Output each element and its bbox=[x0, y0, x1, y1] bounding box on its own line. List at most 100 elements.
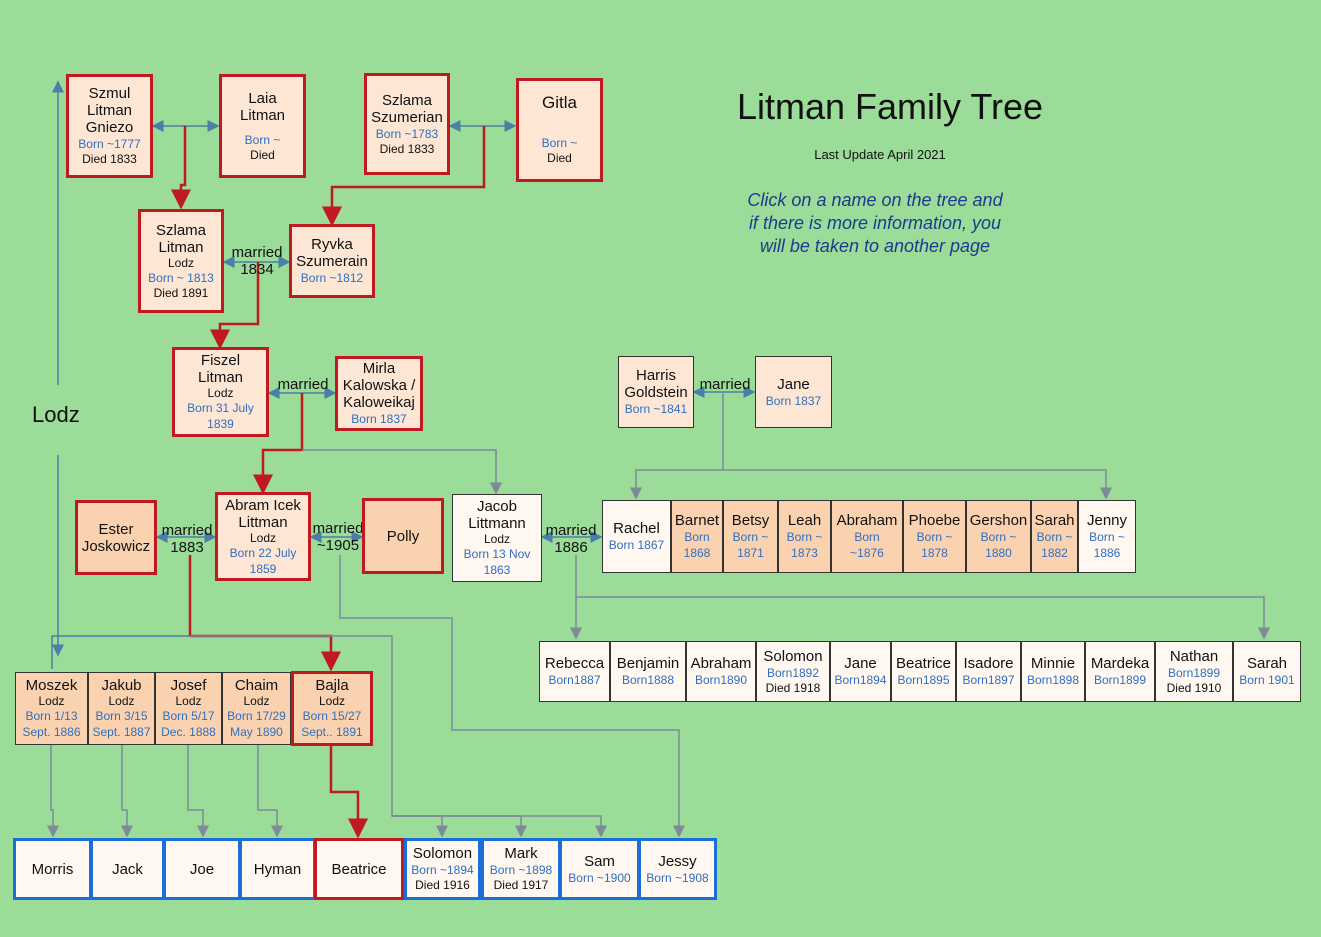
person-barnet[interactable]: Barnet Born 1868 bbox=[671, 500, 723, 573]
person-abram-icek-littman[interactable]: Abram Icek Littman Lodz Born 22 July 185… bbox=[215, 492, 311, 581]
person-born: Born 1868 bbox=[683, 530, 711, 560]
person-name: Harris Goldstein bbox=[624, 367, 688, 401]
person-born: Born1898 bbox=[1026, 673, 1080, 687]
person-name: Polly bbox=[386, 527, 420, 545]
person-polly[interactable]: Polly bbox=[362, 498, 444, 574]
person-jane-goldstein[interactable]: Jane Born 1837 bbox=[755, 356, 832, 428]
person-gershon[interactable]: Gershon Born ~ 1880 bbox=[966, 500, 1031, 573]
person-name: Moszek bbox=[25, 677, 78, 694]
person-rebecca[interactable]: Rebecca Born1887 bbox=[539, 641, 610, 702]
person-minnie[interactable]: Minnie Born1898 bbox=[1021, 641, 1085, 702]
person-nathan[interactable]: Nathan Born1899 Died 1910 bbox=[1155, 641, 1233, 702]
person-szlama-litman[interactable]: Szlama Litman Lodz Born ~ 1813 Died 1891 bbox=[138, 209, 224, 313]
person-name: Szmul Litman Gniezo bbox=[85, 85, 134, 136]
person-born: Born1887 bbox=[548, 673, 601, 687]
person-jane-littmann[interactable]: Jane Born1894 bbox=[830, 641, 891, 702]
person-born: Born ~ 1871 bbox=[732, 530, 769, 560]
person-rachel[interactable]: Rachel Born 1867 bbox=[602, 500, 671, 573]
person-ester-joskowicz[interactable]: Ester Joskowicz bbox=[75, 500, 157, 575]
person-mirla-kalowska[interactable]: Mirla Kalowska / Kaloweikaj Born 1837 bbox=[335, 356, 423, 431]
person-name: Ester Joskowicz bbox=[81, 520, 151, 555]
person-solomon[interactable]: Solomon Born ~1894 Died 1916 bbox=[404, 838, 481, 900]
person-mark[interactable]: Mark Born ~1898 Died 1917 bbox=[481, 838, 561, 900]
person-jack[interactable]: Jack bbox=[90, 838, 165, 900]
person-betsy[interactable]: Betsy Born ~ 1871 bbox=[723, 500, 778, 573]
person-name: Abraham bbox=[836, 512, 898, 529]
person-born: Born ~1777 bbox=[78, 137, 141, 151]
person-name: Sarah bbox=[1034, 512, 1075, 529]
person-name: Abram Icek Littman bbox=[225, 496, 301, 531]
person-phoebe[interactable]: Phoebe Born ~ 1878 bbox=[903, 500, 966, 573]
person-name: Rebecca bbox=[544, 655, 605, 672]
person-jessy[interactable]: Jessy Born ~1908 bbox=[638, 838, 717, 900]
person-szlama-szumerian[interactable]: Szlama Szumerian Born ~1783 Died 1833 bbox=[364, 73, 450, 175]
person-name: Fiszel Litman bbox=[197, 352, 244, 386]
person-chaim[interactable]: Chaim Lodz Born 17/29 May 1890 bbox=[222, 672, 291, 745]
person-jenny[interactable]: Jenny Born ~ 1886 bbox=[1078, 500, 1136, 573]
married-label: married 1886 bbox=[545, 522, 597, 556]
person-born: Born ~1908 bbox=[646, 870, 709, 885]
person-name: Phoebe bbox=[908, 512, 961, 529]
person-name: Betsy bbox=[731, 512, 770, 529]
person-born: Born ~1876 bbox=[850, 530, 884, 560]
person-solomon-littmann[interactable]: Solomon Born1892 Died 1918 bbox=[756, 641, 830, 702]
person-hyman[interactable]: Hyman bbox=[239, 838, 316, 900]
person-mardeka[interactable]: Mardeka Born1899 bbox=[1085, 641, 1155, 702]
person-born: Born1894 bbox=[834, 673, 887, 687]
person-moszek[interactable]: Moszek Lodz Born 1/13 Sept. 1886 bbox=[15, 672, 88, 745]
person-fiszel-litman[interactable]: Fiszel Litman Lodz Born 31 July 1839 bbox=[172, 347, 269, 437]
person-born: Born ~1894 bbox=[411, 863, 474, 877]
person-name: Abraham bbox=[690, 655, 752, 672]
person-name: Minnie bbox=[1030, 655, 1076, 672]
person-abraham-littmann[interactable]: Abraham Born1890 bbox=[686, 641, 756, 702]
person-location: Lodz bbox=[207, 386, 234, 400]
person-died: Died bbox=[547, 151, 572, 165]
person-sarah-littmann[interactable]: Sarah Born 1901 bbox=[1233, 641, 1301, 702]
person-name: Jane bbox=[777, 375, 810, 393]
person-died: Died 1891 bbox=[153, 285, 209, 300]
person-szmul-litman[interactable]: Szmul Litman Gniezo Born ~1777 Died 1833 bbox=[66, 74, 153, 178]
person-bajla[interactable]: Bajla Lodz Born 15/27 Sept.. 1891 bbox=[291, 671, 373, 746]
person-location: Lodz bbox=[108, 694, 135, 708]
person-beatrice-littmann[interactable]: Beatrice Born1895 bbox=[891, 641, 956, 702]
person-name: Jessy bbox=[658, 852, 697, 870]
person-morris[interactable]: Morris bbox=[13, 838, 92, 900]
person-born: Born 17/29 May 1890 bbox=[227, 709, 286, 739]
person-born: Born1888 bbox=[621, 673, 675, 687]
person-sam[interactable]: Sam Born ~1900 bbox=[559, 838, 640, 900]
person-leah[interactable]: Leah Born ~ 1873 bbox=[778, 500, 831, 573]
person-born: Born 1867 bbox=[608, 538, 665, 552]
person-beatrice[interactable]: Beatrice bbox=[314, 838, 404, 900]
person-born: Born 15/27 Sept.. 1891 bbox=[301, 709, 363, 739]
person-ryvka-szumerain[interactable]: Ryvka Szumerain Born ~1812 bbox=[289, 224, 375, 298]
person-born: Born 1837 bbox=[351, 412, 407, 426]
person-name: Szlama Litman bbox=[155, 221, 207, 256]
person-abraham[interactable]: Abraham Born ~1876 bbox=[831, 500, 903, 573]
married-label: married ~1905 bbox=[312, 520, 364, 554]
person-born: Born ~1841 bbox=[624, 402, 688, 416]
person-name: Ryvka Szumerain bbox=[296, 236, 368, 270]
person-name: Nathan bbox=[1169, 647, 1219, 665]
person-gitla[interactable]: Gitla Born ~ Died bbox=[516, 78, 603, 182]
person-harris-goldstein[interactable]: Harris Goldstein Born ~1841 bbox=[618, 356, 694, 428]
person-born: Born ~1898 bbox=[489, 863, 553, 877]
person-died: Died 1833 bbox=[82, 152, 137, 166]
person-born: Born 1837 bbox=[765, 393, 822, 408]
person-jakub[interactable]: Jakub Lodz Born 3/15 Sept. 1887 bbox=[88, 672, 155, 745]
person-sarah-goldstein[interactable]: Sarah Born ~ 1882 bbox=[1031, 500, 1078, 573]
person-name: Beatrice bbox=[895, 655, 952, 672]
person-born: Born1897 bbox=[962, 673, 1015, 687]
person-name: Gershon bbox=[969, 512, 1028, 529]
person-benjamin[interactable]: Benjamin Born1888 bbox=[610, 641, 686, 702]
person-name: Sam bbox=[584, 852, 615, 870]
last-update: Last Update April 2021 bbox=[814, 147, 946, 162]
person-born: Born1895 bbox=[897, 673, 950, 687]
person-laia-litman[interactable]: Laia Litman Born ~ Died bbox=[219, 74, 306, 178]
person-jacob-littmann[interactable]: Jacob Littmann Lodz Born 13 Nov 1863 bbox=[452, 494, 542, 582]
married-label: married bbox=[699, 376, 751, 393]
person-born: Born ~ 1813 bbox=[148, 270, 214, 285]
person-josef[interactable]: Josef Lodz Born 5/17 Dec. 1888 bbox=[155, 672, 222, 745]
person-isadore[interactable]: Isadore Born1897 bbox=[956, 641, 1021, 702]
person-joe[interactable]: Joe bbox=[163, 838, 241, 900]
